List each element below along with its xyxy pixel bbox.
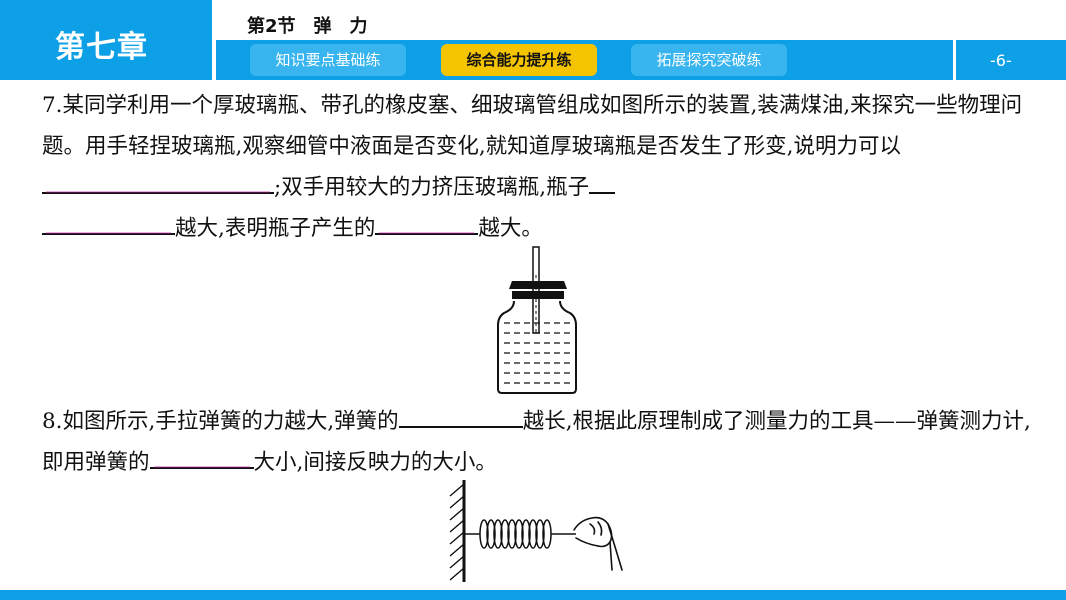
answer-blank-1: [42, 168, 274, 194]
header-divider: [212, 0, 216, 80]
spring-diagram: [449, 480, 623, 582]
question-7: 7.某同学利用一个厚玻璃瓶、带孔的橡皮塞、细玻璃管组成如图所示的装置,装满煤油,…: [42, 85, 1037, 249]
tab-basic-practice[interactable]: 知识要点基础练: [250, 44, 406, 76]
q7-text-3: 越大,表明瓶子产生的: [175, 216, 376, 241]
tab-extension-practice[interactable]: 拓展探究突破练: [631, 44, 787, 76]
q7-text-2: ;双手用较大的力挤压玻璃瓶,瓶子: [274, 175, 590, 200]
section-title: 第2节 弹 力: [247, 16, 368, 37]
q8-text-2: 越长,根据此原理制成了测量力的工具——弹簧测力计,即用弹簧的: [42, 409, 1031, 475]
page-divider: [953, 40, 956, 80]
q8-text-1: 8.如图所示,手拉弹簧的力越大,弹簧的: [42, 409, 399, 434]
chapter-banner: [0, 0, 212, 80]
chapter-title: 第七章: [55, 30, 148, 65]
answer-blank-2b: [42, 209, 175, 235]
page-number: -6-: [990, 51, 1012, 70]
answer-blank-5: [149, 443, 254, 469]
footer-bar: [0, 590, 1066, 600]
q8-text-3: 大小,间接反映力的大小。: [253, 450, 497, 475]
q7-text-1: 7.某同学利用一个厚玻璃瓶、带孔的橡皮塞、细玻璃管组成如图所示的装置,装满煤油,…: [42, 93, 1023, 159]
answer-blank-2a: [589, 168, 616, 194]
bottle-diagram: [497, 246, 577, 394]
answer-blank-4: [398, 402, 523, 428]
answer-blank-3: [375, 209, 479, 235]
question-8: 8.如图所示,手拉弹簧的力越大,弹簧的越长,根据此原理制成了测量力的工具——弹簧…: [42, 401, 1037, 483]
tab-comprehensive-practice[interactable]: 综合能力提升练: [441, 44, 597, 76]
q7-text-4: 越大。: [478, 216, 543, 241]
